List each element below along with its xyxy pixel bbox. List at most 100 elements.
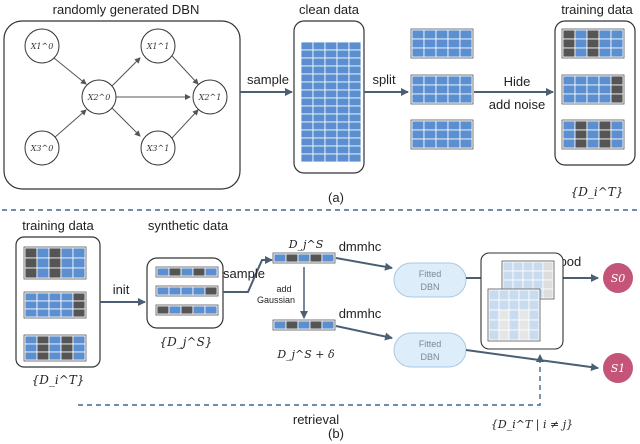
grid-cell [542, 270, 554, 281]
dbn-node-x3-0: X3^0 [24, 130, 60, 166]
dmmhc-label-bottom: dmmhc [339, 306, 382, 321]
dbn-node-x1-0: X1^0 [24, 28, 60, 64]
dbn-box [3, 20, 241, 190]
grid-cell [324, 153, 338, 163]
grid-cell [324, 49, 338, 59]
grid-cell [324, 145, 338, 155]
grid-cell [411, 93, 425, 104]
grid-cell [598, 47, 612, 58]
dbn-node-x1-1: X1^1 [140, 28, 176, 64]
fitted-bottom-line2: DBN [420, 352, 439, 362]
grid-cell [518, 319, 530, 331]
grid-cell [348, 65, 362, 75]
grid-cell [60, 308, 74, 318]
grid-cell [435, 93, 449, 104]
grid-cell [488, 299, 500, 311]
training-chunk-b2 [23, 291, 87, 319]
grid-cell [192, 267, 206, 277]
grid-cell [610, 47, 624, 58]
node-label: X3^0 [30, 144, 54, 153]
s1-label: S1 [611, 362, 626, 375]
grid-cell [574, 29, 588, 40]
node-label: X2^1 [198, 93, 222, 102]
init-label: init [113, 282, 130, 297]
grid-cell [312, 137, 326, 147]
grid-cell [336, 113, 350, 123]
grid-cell [300, 49, 314, 59]
grid-cell [36, 343, 50, 353]
grid-cell [336, 105, 350, 115]
grid-cell [348, 137, 362, 147]
grid-cell [312, 153, 326, 163]
sample-arrow-b [223, 256, 273, 293]
grid-cell [574, 93, 588, 104]
grid-cell [435, 138, 449, 149]
grid-cell [300, 89, 314, 99]
grid-cell [324, 113, 338, 123]
retrieval-path [78, 354, 544, 406]
grid-cell [348, 89, 362, 99]
grid-cell [60, 300, 74, 310]
grid-cell [498, 309, 510, 321]
grid-cell [562, 93, 576, 104]
grid-cell [447, 138, 461, 149]
grid-cell [348, 49, 362, 59]
grid-cell [423, 84, 437, 95]
grid-cell [168, 305, 182, 315]
grid-cell [586, 75, 600, 86]
grid-cell [498, 289, 510, 301]
grid-cell [336, 129, 350, 139]
dbn-box-title: randomly generated DBN [53, 2, 200, 17]
retrieval-stack-front [487, 288, 541, 342]
grid-cell [459, 47, 473, 58]
grid-cell [336, 73, 350, 83]
grid-cell [447, 93, 461, 104]
s0-label: S0 [611, 272, 626, 285]
grid-cell [24, 292, 38, 302]
clean-data-grid [300, 41, 362, 163]
grid-cell [423, 29, 437, 40]
training-chunk-a3 [561, 119, 625, 150]
grid-cell [72, 267, 86, 279]
grid-cell [586, 84, 600, 95]
grid-cell [48, 300, 62, 310]
grid-cell [562, 29, 576, 40]
grid-cell [610, 93, 624, 104]
grid-cell [156, 267, 170, 277]
grid-cell [423, 47, 437, 58]
grid-cell [447, 120, 461, 131]
grid-cell [336, 49, 350, 59]
node-label: X3^1 [146, 144, 170, 153]
grid-cell [508, 309, 520, 321]
grid-cell [610, 29, 624, 40]
grid-cell [498, 329, 510, 341]
training-chunk-b3 [23, 334, 87, 362]
grid-cell [518, 329, 530, 341]
grid-cell [72, 300, 86, 310]
grid-cell [72, 257, 86, 269]
grid-cell [610, 138, 624, 149]
dbn-node-x2-0: X2^0 [81, 79, 117, 115]
grid-cell [300, 121, 314, 131]
retrieval-set-label: {D_i^T | i ≠ j} [491, 418, 573, 432]
split-chunk-2 [410, 74, 474, 105]
grid-cell [312, 89, 326, 99]
grid-cell [435, 47, 449, 58]
djs-label: D_j^S [288, 238, 324, 251]
grid-cell [348, 57, 362, 67]
grid-cell [498, 319, 510, 331]
grid-cell [348, 41, 362, 51]
grid-cell [348, 113, 362, 123]
synthetic-data-title: synthetic data [148, 218, 229, 233]
grid-cell [273, 253, 287, 263]
grid-cell [562, 47, 576, 58]
grid-cell [411, 138, 425, 149]
grid-cell [321, 320, 335, 330]
grid-cell [435, 29, 449, 40]
grid-cell [180, 305, 194, 315]
grid-cell [488, 319, 500, 331]
fitted-top-line1: Fitted [419, 269, 442, 279]
grid-cell [512, 261, 524, 272]
training-set-label-a: {D_i^T} [571, 185, 624, 199]
training-data-box-a [554, 20, 636, 166]
